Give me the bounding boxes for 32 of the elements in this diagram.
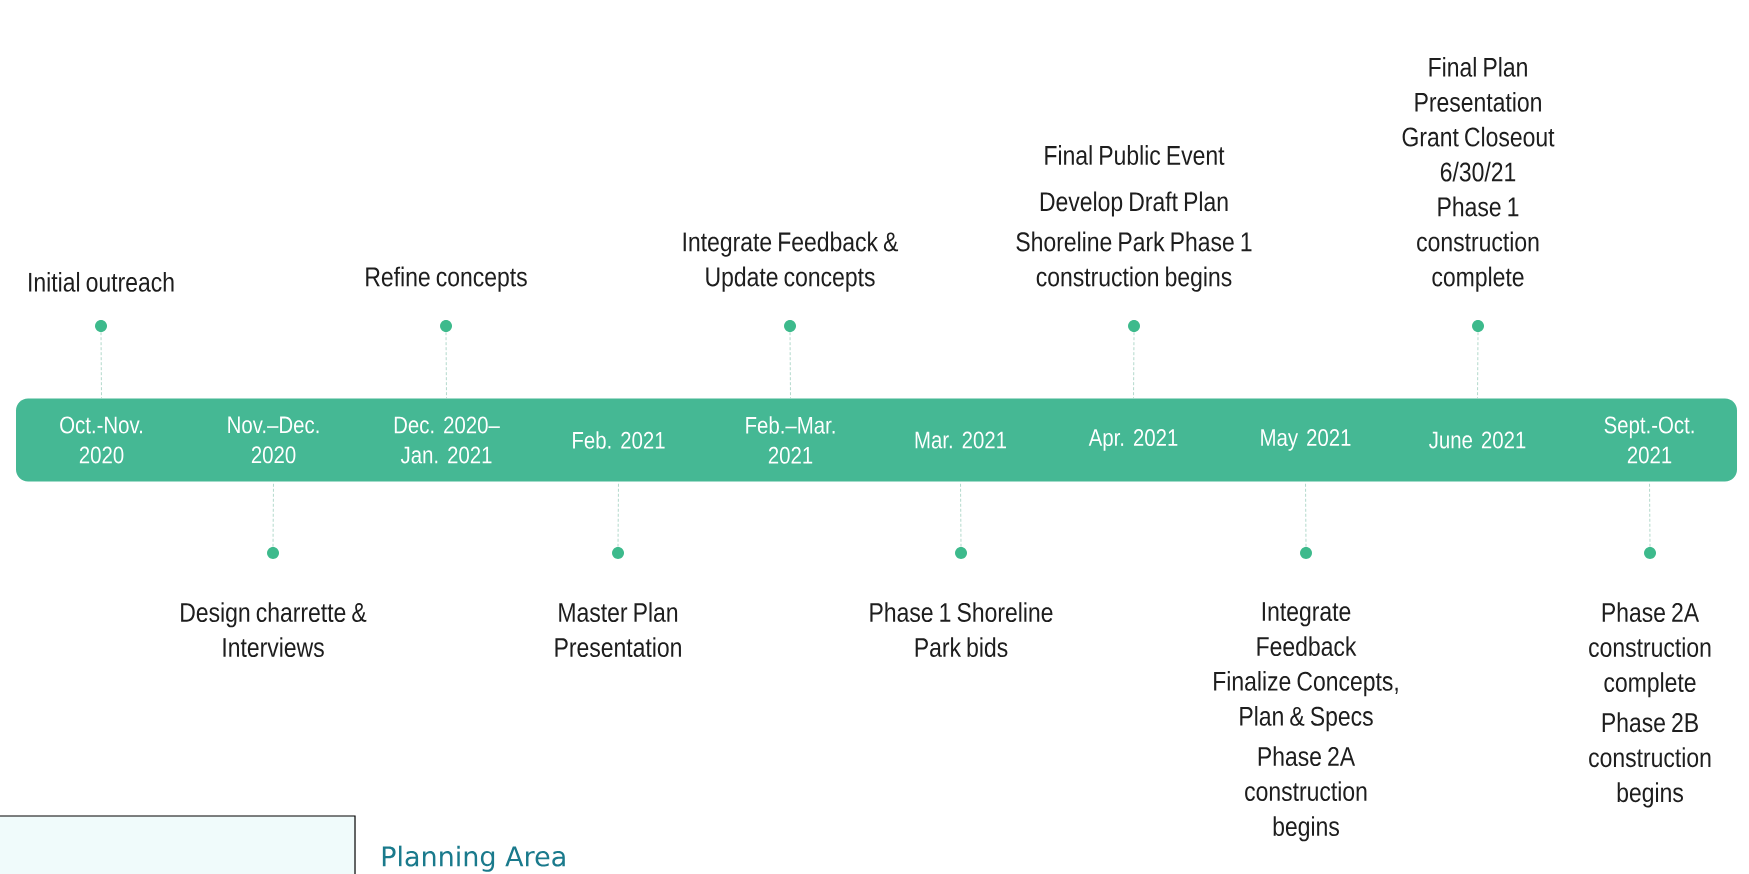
date-label: Feb.–Mar. 2021 [746, 416, 835, 464]
date-label: June 2021 [1429, 431, 1526, 449]
date-label: May 2021 [1261, 429, 1351, 451]
date-label: Apr. 2021 [1088, 429, 1178, 451]
event-label: Design charrette & Interviews [181, 602, 367, 657]
event-label: Initial outreach [29, 271, 174, 292]
leader-line [617, 481, 619, 548]
leader-line [960, 481, 962, 548]
event-label: Phase 2A construction complete Phase 2B construction begins [1589, 602, 1711, 808]
timeline-bar [16, 398, 1737, 482]
leader-line [1649, 481, 1651, 548]
leader-line [789, 331, 791, 399]
event-label: Phase 1 Shoreline Park bids [870, 602, 1053, 657]
map-title: Planning Area [382, 845, 565, 872]
leader-line [1305, 481, 1307, 548]
leader-line [1477, 331, 1479, 399]
date-label: Nov.–Dec. 2020 [228, 416, 319, 464]
date-label: Mar. 2021 [915, 431, 1006, 449]
event-label: Final Plan Presentation Grant Closeout 6/30/21 Phase 1 construction complete [1402, 56, 1555, 292]
date-label: Feb. 2021 [573, 431, 665, 449]
date-label: Dec. 2020– Jan. 2021 [394, 416, 500, 464]
event-label: Master Plan Presentation [555, 602, 681, 657]
leader-line [1133, 331, 1135, 399]
event-label: Final Public Event Develop Draft Plan Shoreline Park Phase 1 construction begins [1016, 145, 1252, 292]
leader-line [272, 481, 274, 548]
date-label: Sept.-Oct. 2021 [1604, 416, 1694, 464]
event-label: Integrate Feedback Finalize Concepts, Plan & Specs Phase 2A construction begins [1214, 602, 1398, 842]
leader-line [100, 331, 102, 399]
event-label: Integrate Feedback & Update concepts [683, 231, 899, 292]
event-label: Refine concepts [366, 266, 527, 292]
leader-line [445, 331, 447, 399]
date-label: Oct.-Nov. 2020 [60, 416, 142, 464]
